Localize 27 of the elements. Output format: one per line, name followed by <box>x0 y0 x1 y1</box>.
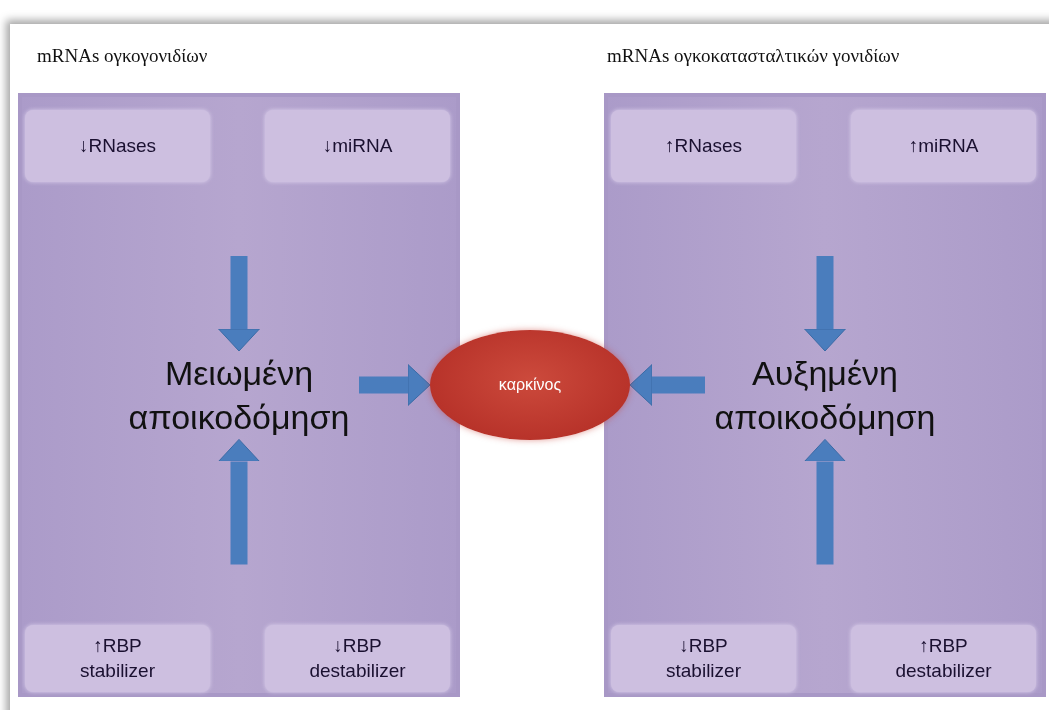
factor-box <box>265 625 450 692</box>
factor-box <box>25 110 210 182</box>
factor-box <box>851 110 1036 182</box>
process-label: Αυξημένη αποικοδόμηση <box>705 351 945 440</box>
factor-label: ↓RBP stabilizer <box>665 633 742 683</box>
block-arrow <box>804 256 846 352</box>
block-arrow <box>804 438 846 565</box>
factor-label: ↑RBP destabilizer <box>894 633 993 683</box>
factor-label: ↓RNases <box>78 133 157 158</box>
factor-label: ↑miRNA <box>908 133 979 158</box>
factor-box <box>851 625 1036 692</box>
factor-box <box>25 625 210 692</box>
panel-heading: mRNAs ογκοκατασταλτικών γονιδίων <box>607 45 900 67</box>
block-arrow <box>629 364 705 406</box>
factor-label: ↓RBP destabilizer <box>308 633 407 683</box>
factor-box <box>265 110 450 182</box>
block-arrow <box>218 256 260 352</box>
factor-label: ↑RBP stabilizer <box>79 633 156 683</box>
block-arrow <box>218 438 260 565</box>
block-arrow <box>359 364 431 406</box>
factor-box <box>611 625 796 692</box>
factor-label: ↑RNases <box>664 133 743 158</box>
process-label: Μειωμένη αποικοδόμηση <box>119 351 359 440</box>
factor-label: ↓miRNA <box>322 133 393 158</box>
outcome-label: καρκίνος <box>498 376 562 394</box>
panel-heading: mRNAs ογκογονιδίων <box>37 45 208 67</box>
factor-box <box>611 110 796 182</box>
